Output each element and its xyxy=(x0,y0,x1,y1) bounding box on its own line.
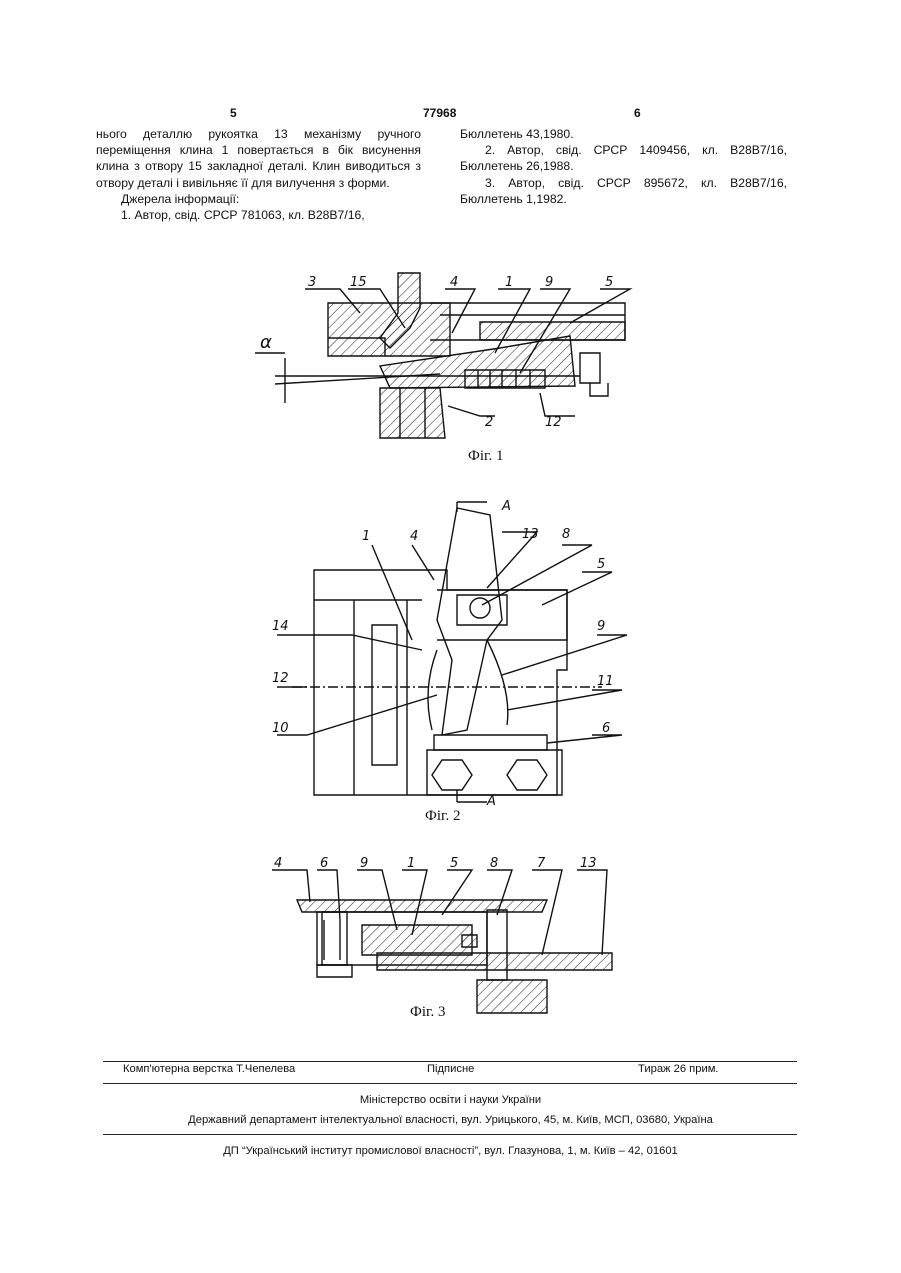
fig2-label-6: 6 xyxy=(602,721,610,736)
fig2-label-4: 4 xyxy=(410,529,418,544)
footer-rule-middle xyxy=(103,1083,797,1084)
fig1-label-alpha: α xyxy=(260,332,272,353)
fig2-label-10: 10 xyxy=(272,721,289,736)
figure-1-caption: Фіг. 1 xyxy=(468,448,503,465)
fig3-label-4: 4 xyxy=(274,856,282,871)
footer-signed: Підписне xyxy=(427,1063,474,1075)
fig2-label-5: 5 xyxy=(597,557,605,572)
fig1-label-12: 12 xyxy=(545,415,562,430)
fig1-label-5: 5 xyxy=(605,275,613,290)
figure-1-drawing: 3 15 4 1 9 5 α 2 12 xyxy=(240,258,640,448)
fig2-label-1: 1 xyxy=(362,529,370,544)
figure-2-drawing: A 13 8 1 4 5 14 9 12 11 10 6 A xyxy=(262,490,632,810)
fig2-label-9: 9 xyxy=(597,619,605,634)
source-1-continued: Бюллетень 43,1980. xyxy=(460,126,787,142)
fig3-label-5: 5 xyxy=(450,856,458,871)
footer-layout: Комп'ютерна верстка Т.Чепелева xyxy=(123,1063,295,1075)
fig1-label-15: 15 xyxy=(350,275,367,290)
fig3-label-9: 9 xyxy=(360,856,368,871)
fig2-label-11: 11 xyxy=(597,674,614,689)
source-2: 2. Автор, свід. СРСР 1409456, кл. В28В7/… xyxy=(460,142,787,174)
fig1-label-1: 1 xyxy=(505,275,513,290)
sources-heading: Джерела інформації: xyxy=(96,191,421,207)
fig2-label-a-top: A xyxy=(501,499,511,514)
fig2-label-8: 8 xyxy=(562,527,570,542)
fig1-label-9: 9 xyxy=(545,275,553,290)
figure-2-caption: Фіг. 2 xyxy=(425,808,460,825)
figure-3-drawing: 4 6 9 1 5 8 7 13 xyxy=(262,855,632,1015)
fig1-label-2: 2 xyxy=(485,415,493,430)
left-column: нього деталлю рукоятка 13 механізму ручн… xyxy=(96,126,421,223)
figure-3-caption: Фіг. 3 xyxy=(410,1004,445,1021)
fig3-label-6: 6 xyxy=(320,856,328,871)
footer-department: Державний департамент інтелектуальної вл… xyxy=(0,1114,901,1126)
source-3: 3. Автор, свід. СРСР 895672, кл. В28В7/1… xyxy=(460,175,787,207)
patent-number: 77968 xyxy=(423,106,456,120)
footer-ministry: Міністерство освіти і науки України xyxy=(0,1094,901,1106)
page-number-right: 6 xyxy=(634,106,641,120)
fig1-label-4: 4 xyxy=(450,275,458,290)
page-number-left: 5 xyxy=(230,106,237,120)
source-1: 1. Автор, свід. СРСР 781063, кл. В28В7/1… xyxy=(96,207,421,223)
fig2-label-13: 13 xyxy=(522,527,539,542)
fig3-label-7: 7 xyxy=(537,856,546,871)
fig3-label-1: 1 xyxy=(407,856,415,871)
footer-institute: ДП “Український інститут промислової вла… xyxy=(0,1145,901,1157)
fig3-label-13: 13 xyxy=(580,856,597,871)
left-paragraph: нього деталлю рукоятка 13 механізму ручн… xyxy=(96,126,421,191)
footer-circulation: Тираж 26 прим. xyxy=(638,1063,719,1075)
right-column: Бюллетень 43,1980. 2. Автор, свід. СРСР … xyxy=(460,126,787,207)
fig2-label-14: 14 xyxy=(272,619,289,634)
fig2-label-a-bottom: A xyxy=(486,794,496,809)
footer-rule-top xyxy=(103,1061,797,1062)
fig3-label-8: 8 xyxy=(490,856,498,871)
fig1-label-3: 3 xyxy=(308,275,316,290)
fig2-label-12: 12 xyxy=(272,671,289,686)
footer-rule-bottom xyxy=(103,1134,797,1135)
